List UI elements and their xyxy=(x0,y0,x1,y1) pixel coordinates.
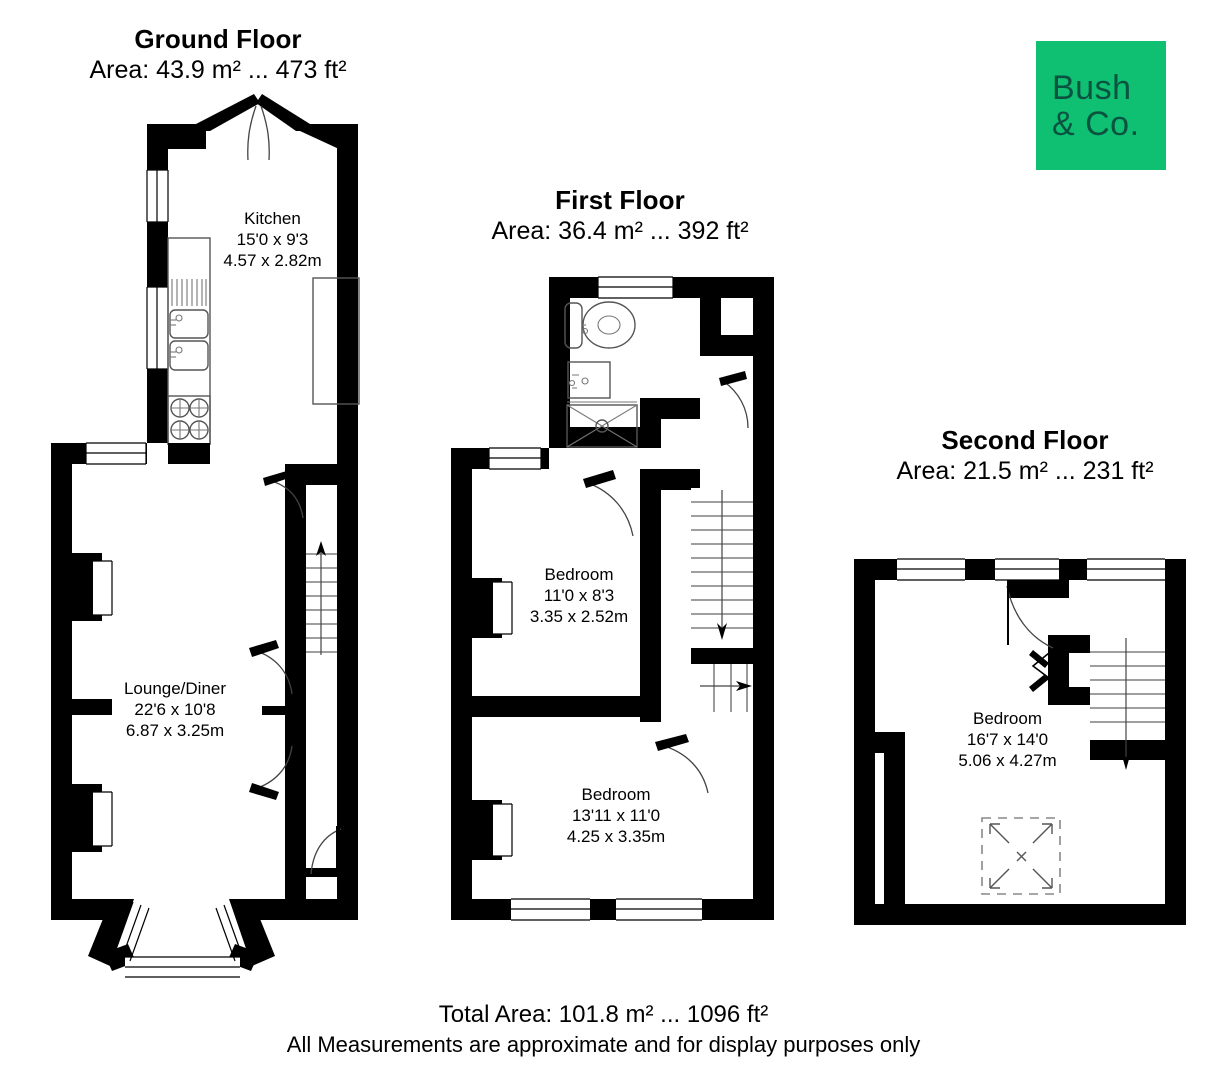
room-name-bedroom-2: Bedroom xyxy=(581,785,651,804)
stair-up-arrow xyxy=(316,541,326,556)
room-name-lounge-diner: Lounge/Diner xyxy=(123,679,227,698)
room-imperial-kitchen: 15'0 x 9'3 xyxy=(236,230,309,249)
brand-logo-line-2: & Co. xyxy=(1052,104,1140,143)
first-floor-plan xyxy=(451,276,774,921)
stair-down-arrow-second xyxy=(1121,752,1131,770)
room-metric-bedroom-1: 3.35 x 2.52m xyxy=(529,607,629,626)
second-floor-staircase xyxy=(1090,638,1165,770)
toilet-icon xyxy=(582,301,636,349)
brand-logo: Bush & Co. xyxy=(1036,41,1166,170)
kitchen-units xyxy=(167,237,211,445)
disclaimer-text: All Measurements are approximate and for… xyxy=(286,1032,921,1057)
room-label-bedroom-2: Bedroom 13'11 x 11'0 4.25 x 3.35m xyxy=(540,784,692,847)
floor-heading-ground: Ground Floor Area: 43.9 m² ... 473 ft² xyxy=(28,24,408,86)
bathroom-fixtures xyxy=(564,301,638,448)
fireplace-alcoves xyxy=(72,553,113,852)
floor-heading-first: First Floor Area: 36.4 m² ... 392 ft² xyxy=(425,185,815,247)
room-imperial-bedroom-3: 16'7 x 14'0 xyxy=(966,730,1049,749)
room-label-kitchen: Kitchen 15'0 x 9'3 4.57 x 2.82m xyxy=(205,208,340,271)
stair-down-arrow xyxy=(717,623,727,640)
room-metric-kitchen: 4.57 x 2.82m xyxy=(223,251,322,270)
basin-icon xyxy=(567,361,611,399)
room-name-kitchen: Kitchen xyxy=(244,209,301,228)
floor-area-first: Area: 36.4 m² ... 392 ft² xyxy=(491,217,749,245)
ground-floor-plan xyxy=(51,94,360,978)
room-label-lounge-diner: Lounge/Diner 22'6 x 10'8 6.87 x 3.25m xyxy=(100,678,250,741)
room-label-bedroom-1: Bedroom 11'0 x 8'3 3.35 x 2.52m xyxy=(505,564,653,627)
second-floor-plan xyxy=(854,558,1186,925)
floor-heading-second: Second Floor Area: 21.5 m² ... 231 ft² xyxy=(830,425,1207,487)
floor-title-first: First Floor xyxy=(555,185,685,215)
floor-title-ground: Ground Floor xyxy=(134,24,302,54)
room-metric-lounge-diner: 6.87 x 3.25m xyxy=(125,721,225,740)
room-name-bedroom-1: Bedroom xyxy=(544,565,614,584)
total-area-text: Total Area: 101.8 m² ... 1096 ft² xyxy=(438,1001,769,1028)
room-label-bedroom-3: Bedroom 16'7 x 14'0 5.06 x 4.27m xyxy=(930,708,1085,771)
skylight-marker xyxy=(981,817,1061,895)
room-imperial-bedroom-1: 11'0 x 8'3 xyxy=(543,586,615,605)
ground-floor-staircase xyxy=(306,540,337,657)
brand-logo-line-1: Bush xyxy=(1052,68,1132,107)
kitchen-worktop xyxy=(312,277,360,405)
floor-title-second: Second Floor xyxy=(941,425,1109,455)
stair-right-arrow xyxy=(736,681,752,691)
floor-area-second: Area: 21.5 m² ... 231 ft² xyxy=(896,457,1154,485)
room-metric-bedroom-2: 4.25 x 3.35m xyxy=(566,827,666,846)
first-floor-staircase xyxy=(691,488,753,712)
room-imperial-lounge-diner: 22'6 x 10'8 xyxy=(134,700,216,719)
room-metric-bedroom-3: 5.06 x 4.27m xyxy=(958,751,1057,770)
room-name-bedroom-3: Bedroom xyxy=(973,709,1042,728)
room-imperial-bedroom-2: 13'11 x 11'0 xyxy=(571,806,661,825)
shower-tray-icon xyxy=(566,404,638,448)
floor-area-ground: Area: 43.9 m² ... 473 ft² xyxy=(89,56,347,84)
footer: Total Area: 101.8 m² ... 1096 ft² All Me… xyxy=(0,1000,1207,1060)
bay-window xyxy=(88,899,275,978)
